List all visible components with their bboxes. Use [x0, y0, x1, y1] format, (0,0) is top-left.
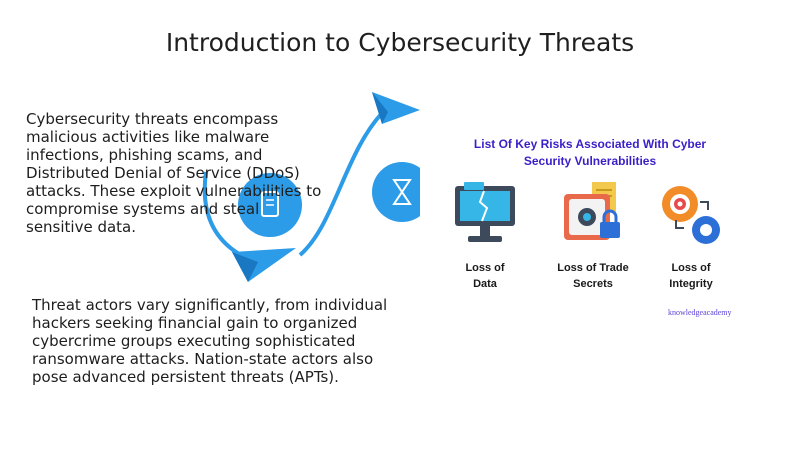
hourglass-icon — [392, 179, 412, 205]
risk-label: Loss of Integrity — [669, 262, 713, 290]
risk-label: Loss of Trade Secrets — [557, 262, 629, 290]
page-title: Introduction to Cybersecurity Threats — [165, 28, 635, 57]
risk-panel-title: List Of Key Risks Associated With Cyber … — [473, 137, 707, 168]
device-icon — [261, 191, 279, 217]
broken-monitor-icon — [455, 182, 515, 242]
vault-icon — [564, 182, 620, 240]
risk-item-loss-of-trade-secrets: Loss of Trade Secrets — [538, 180, 648, 292]
arc-top — [298, 108, 387, 257]
risk-item-loss-of-data: Loss of Data — [430, 180, 540, 292]
gears-icon — [662, 186, 720, 244]
risk-label: Loss of Data — [465, 262, 505, 290]
threat-actors-paragraph: Threat actors vary significantly, from i… — [32, 296, 388, 386]
paper-plane-icon — [372, 92, 420, 124]
intro-paragraph: Cybersecurity threats encompass maliciou… — [26, 110, 322, 236]
paper-plane-icon — [232, 248, 296, 282]
brand-logo-text: knowledgeacademy — [668, 308, 732, 317]
risk-panel: List Of Key Risks Associated With Cyber … — [420, 120, 800, 330]
risk-item-loss-of-integrity: Loss of Integrity — [636, 180, 746, 292]
